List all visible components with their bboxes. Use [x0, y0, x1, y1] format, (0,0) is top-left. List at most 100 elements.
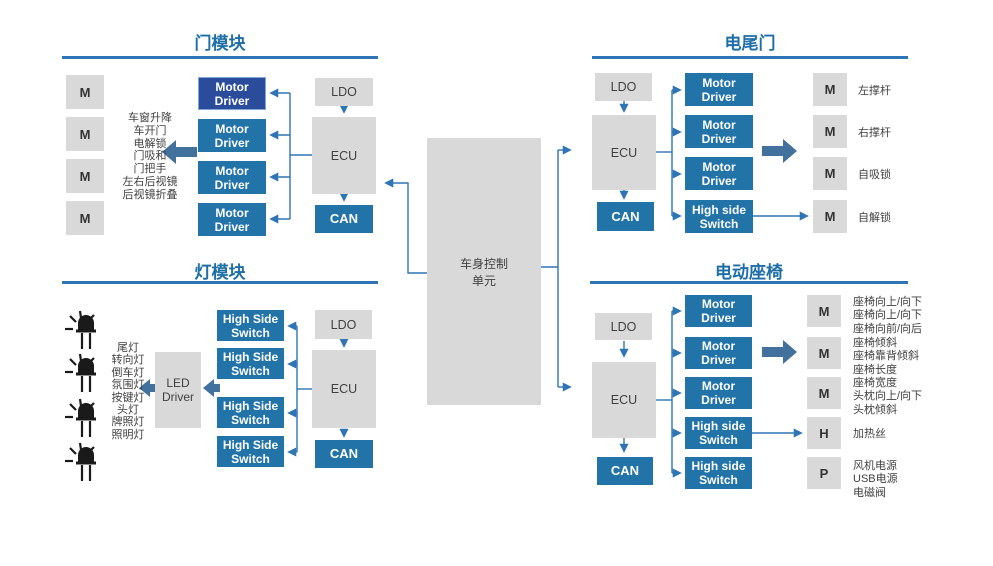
- box-label: Motor Driver: [701, 339, 736, 367]
- seat-output-label: 风机电源: [853, 460, 897, 472]
- light-name: 倒车灯: [111, 366, 145, 379]
- light-switch-box: High Side Switch: [217, 348, 284, 379]
- door-function: 门吸和: [133, 150, 167, 163]
- box-label: ECU: [610, 145, 638, 160]
- tailgate-ldo-box: LDO: [595, 73, 652, 101]
- light-name: 牌照灯: [111, 416, 145, 429]
- light-module-title: 灯模块: [194, 263, 246, 282]
- light-name: 氛围灯: [111, 379, 145, 392]
- tailgate-output-label: 自解锁: [858, 211, 891, 224]
- box-label: Motor Driver: [701, 379, 736, 407]
- box-label: High side Switch: [691, 459, 746, 487]
- seat-output-label: 座椅倾斜: [853, 337, 897, 349]
- seat-output-label: 座椅长度: [853, 363, 897, 376]
- door-function: 电解锁: [133, 137, 167, 150]
- box-label: Motor Driver: [701, 159, 737, 188]
- box-label: High Side Switch: [222, 398, 279, 427]
- door-motor-driver-box: Motor Driver: [198, 161, 266, 194]
- box-label: LDO: [610, 319, 637, 334]
- motor-tag: M: [79, 168, 91, 184]
- light-switch-box: High Side Switch: [217, 436, 284, 467]
- door-ldo-box: LDO: [315, 78, 373, 106]
- output-tag: P: [819, 465, 829, 481]
- seat-can-box: CAN: [597, 457, 653, 485]
- light-name: 尾灯: [117, 342, 139, 354]
- box-label: CAN: [329, 446, 359, 461]
- center-unit-wires: [384, 145, 572, 392]
- seat-output-labels: 风机电源 USB电源 电磁阀: [853, 460, 898, 500]
- tailgate-output-box: M: [813, 115, 847, 148]
- led-lamp-icon: [65, 442, 96, 481]
- motor-tag: M: [79, 210, 91, 226]
- light-ecu-box: ECU: [312, 350, 376, 428]
- light-can-box: CAN: [315, 440, 373, 468]
- seat-output-box: M: [807, 337, 841, 369]
- box-label: High side Switch: [691, 202, 746, 231]
- door-ecu-box: ECU: [312, 117, 376, 194]
- body-control-unit-label-line1: 车身控制: [459, 256, 508, 271]
- output-tag: M: [824, 82, 836, 97]
- tailgate-output-label: 左撑杆: [858, 84, 891, 97]
- box-label: ECU: [610, 393, 638, 407]
- door-motor-box: M: [66, 159, 104, 193]
- light-name-list: 尾灯 转向灯 倒车灯 氛围灯 按键灯 头灯 牌照灯 照明灯: [98, 342, 158, 441]
- seat-driver-box: Motor Driver: [685, 295, 752, 327]
- light-module-wires: [139, 321, 349, 457]
- box-label: Motor Driver: [701, 75, 737, 104]
- box-label: High Side Switch: [222, 311, 279, 340]
- seat-output-label: 电磁阀: [853, 486, 886, 499]
- light-switch-box: High Side Switch: [217, 310, 284, 341]
- seat-output-label: 座椅宽度: [853, 377, 897, 389]
- seat-output-label: 头枕倾斜: [853, 403, 897, 416]
- door-motor-box: M: [66, 117, 104, 151]
- box-label: High side Switch: [691, 419, 746, 447]
- box-label: CAN: [610, 463, 640, 478]
- box-label: Motor Driver: [701, 117, 737, 146]
- door-module-rule: [62, 56, 378, 59]
- tailgate-driver-box: Motor Driver: [685, 157, 753, 190]
- door-module-wires: [162, 88, 349, 224]
- tailgate-output-label: 自吸锁: [858, 168, 891, 181]
- box-label: Motor Driver: [214, 163, 250, 192]
- tailgate-module-wires: [619, 85, 809, 221]
- tailgate-module-rule: [592, 56, 908, 59]
- seat-output-labels: 座椅宽度 头枕向上/向下 头枕倾斜: [853, 377, 922, 417]
- door-can-box: CAN: [315, 205, 373, 233]
- box-label: Motor Driver: [214, 121, 250, 150]
- led-lamp-icon: [65, 353, 96, 392]
- tailgate-output-box: M: [813, 200, 847, 233]
- light-name: 按键灯: [111, 391, 145, 404]
- seat-output-label: 头枕向上/向下: [853, 390, 923, 403]
- output-tag: M: [824, 209, 836, 224]
- seat-output-box: P: [807, 457, 841, 489]
- light-name: 头灯: [117, 404, 139, 417]
- box-label: ECU: [330, 382, 358, 396]
- tailgate-output-box: M: [813, 157, 847, 190]
- door-function: 后视镜折叠: [122, 188, 178, 201]
- door-motor-driver-box: Motor Driver: [198, 119, 266, 152]
- tailgate-driver-box: Motor Driver: [685, 115, 753, 148]
- seat-output-label: 座椅向上/向下: [853, 309, 923, 322]
- tailgate-output-box: M: [813, 73, 847, 106]
- seat-output-labels: 座椅向上/向下 座椅向上/向下 座椅向前/向后: [853, 296, 922, 336]
- light-switch-box: High Side Switch: [217, 397, 284, 428]
- output-tag: M: [824, 166, 836, 181]
- seat-ldo-box: LDO: [595, 313, 652, 340]
- motor-tag: M: [79, 84, 91, 100]
- led-driver-box: LED Driver: [155, 352, 201, 428]
- output-tag: M: [824, 124, 836, 139]
- light-name: 照明灯: [111, 428, 145, 441]
- box-label: Motor Driver: [214, 79, 250, 108]
- body-control-unit-box: 车身控制 单元: [427, 138, 541, 405]
- seat-switch-box: High side Switch: [685, 417, 752, 449]
- door-function: 车窗升降: [128, 112, 172, 124]
- tailgate-output-label: 右撑杆: [858, 126, 891, 139]
- seat-output-label: 座椅向上/向下: [853, 296, 923, 308]
- body-control-unit-label-line2: 单元: [471, 273, 496, 288]
- seat-output-label: USB电源: [853, 473, 898, 486]
- light-driver-block-arrow: [203, 379, 220, 397]
- led-lamp-icon: [65, 310, 96, 349]
- seat-switch-box: High side Switch: [685, 457, 752, 489]
